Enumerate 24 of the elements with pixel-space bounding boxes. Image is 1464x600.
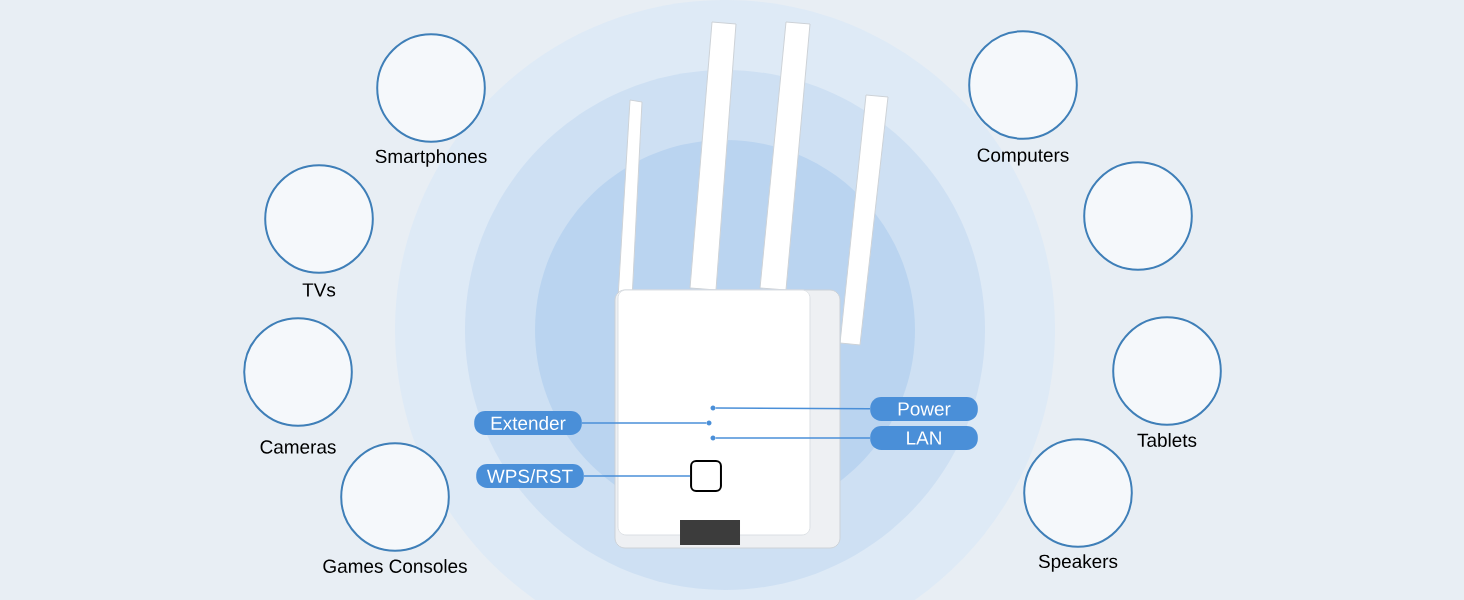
leader-line (581, 422, 708, 424)
leader-line (583, 475, 691, 477)
node-label: TVs (302, 283, 336, 297)
callout-label: Extender (474, 411, 582, 435)
callout-label: WPS/RST (476, 464, 584, 488)
device-picture: Cameras (243, 317, 353, 454)
indicator-light (710, 405, 716, 411)
wps-button (690, 460, 722, 492)
device-picture: Smartphones (375, 33, 487, 167)
leader-line (714, 407, 871, 410)
node-label: Computers (977, 148, 1069, 166)
node-label: Games Consoles (323, 559, 467, 573)
callout-label: Power (870, 397, 978, 421)
node-label: Cameras (260, 440, 336, 454)
device-picture: Computers (968, 30, 1078, 166)
device-picture (1083, 161, 1193, 271)
callout-label: LAN (870, 426, 978, 450)
device-picture: TVs (264, 164, 374, 297)
node-label: Smartphones (375, 149, 487, 167)
node-label: Tablets (1137, 433, 1197, 447)
indicator-light (710, 435, 716, 441)
node-label: Speakers (1038, 554, 1118, 572)
indicator-light (706, 420, 712, 426)
leader-line (714, 437, 871, 439)
